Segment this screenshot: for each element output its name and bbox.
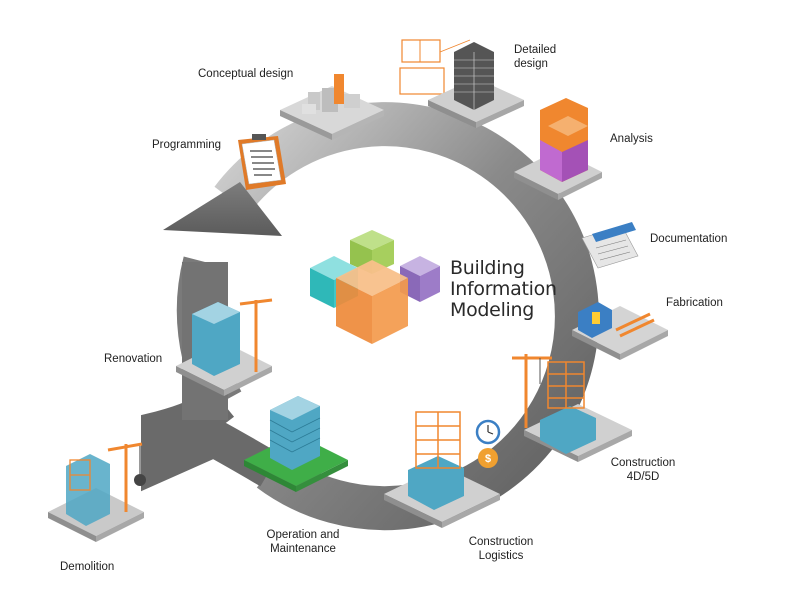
bim-title: Building Information Modeling [450,258,557,321]
construction-logistics-illustration: $ [384,411,501,528]
operation-maintenance-illustration [244,396,348,492]
label-fabrication: Fabrication [666,297,723,309]
label-documentation: Documentation [650,233,728,245]
svg-text:$: $ [485,453,491,465]
demolition-illustration [48,442,146,542]
renovation-illustration [176,298,273,396]
label-conceptual-design: Conceptual design [198,68,294,80]
bim-title-line-2: Information [450,278,557,300]
label-construction-logistics: Construction Logistics [468,536,534,562]
label-operation-maintenance: Operation and Maintenance [266,529,340,555]
detailed-design-illustration [399,39,524,128]
bim-cube-logo [310,230,440,344]
lifecycle-arrow-head [163,182,282,236]
analysis-illustration [514,98,602,200]
bim-title-line-3: Modeling [450,299,535,321]
label-construction-4d5d: Construction 4D/5D [610,457,676,483]
bim-title-line-1: Building [450,257,525,279]
label-renovation: Renovation [104,353,163,365]
programming-clipboard-icon [238,134,286,190]
label-analysis: Analysis [610,133,653,145]
label-demolition: Demolition [60,561,115,573]
construction-4d5d-illustration [512,354,632,462]
fabrication-illustration [572,302,668,360]
label-programming: Programming [152,139,222,151]
documentation-icon [581,222,639,269]
conceptual-design-illustration [280,74,384,140]
label-detailed-design: Detailed design [514,44,557,70]
